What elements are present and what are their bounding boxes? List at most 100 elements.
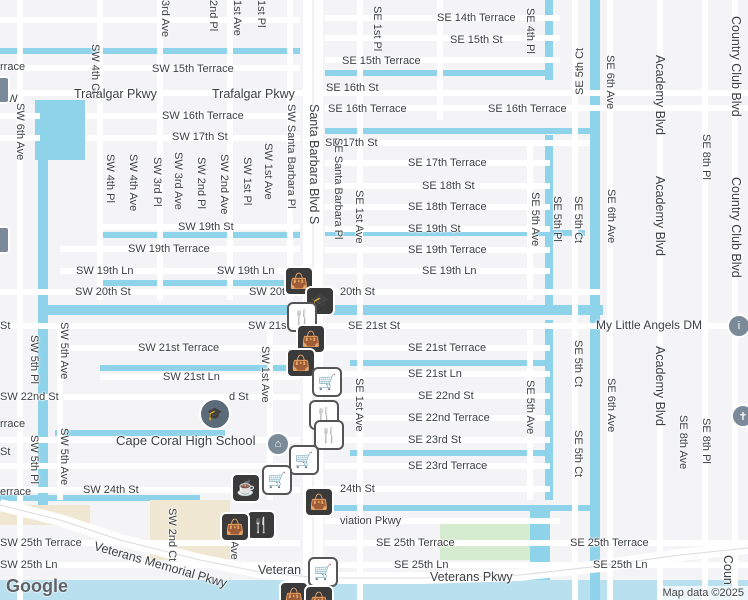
street-label: SW 5th Ave [58, 322, 70, 380]
shopping-bag-icon[interactable]: 👜 [304, 487, 334, 517]
street-label: 1st Pl [255, 0, 267, 28]
shopping-bag-icon[interactable]: 👜 [220, 512, 250, 542]
street-label: SW 19th Terrace [128, 243, 210, 255]
street-label: rrace [0, 418, 26, 430]
street-label: SW 2nd Ct [166, 508, 178, 562]
street-label: Academy Blvd [653, 176, 667, 256]
church-icon[interactable]: ✝ [731, 404, 748, 428]
map-marker[interactable] [0, 76, 10, 104]
street-label: Santa Barbara Blvd S [307, 104, 321, 225]
place-label-my-little-angels[interactable]: My Little Angels DM [596, 318, 703, 332]
street-label: 3rd Ave [159, 0, 171, 38]
map-attribution[interactable]: Map data ©2025 [658, 586, 748, 600]
restaurant-icon[interactable]: 🍴 [246, 510, 276, 540]
street-label: SE 6th Ave [605, 189, 617, 244]
street-label: Country Club Blvd [729, 177, 743, 278]
cart-icon[interactable]: 🛒 [262, 465, 292, 495]
cart-icon[interactable]: 🛒 [308, 557, 338, 587]
street-label: SE 19th Terrace [408, 244, 487, 256]
street-label: SE 5th Ct [572, 196, 584, 244]
street-label: SE 6th Ave [604, 55, 616, 110]
street-label: 1st Ave [231, 0, 243, 36]
street-label: SW 6th Ave [14, 103, 26, 161]
street-label: SE 23rd Terrace [408, 460, 488, 472]
restaurant-icon[interactable]: 🍴 [314, 420, 344, 450]
street-label: SE 15th St [450, 34, 503, 46]
street-label: SW 1st Ave [259, 346, 271, 403]
street-label: rrace [0, 61, 26, 73]
info-icon[interactable]: i [727, 314, 748, 338]
street-label: SE 23rd St [408, 434, 462, 446]
street-label: SE 21st Terrace [408, 342, 487, 354]
street-label: SE 25th Ln [593, 559, 648, 571]
street-label: 20th St [340, 286, 375, 298]
cafe-icon[interactable]: ☕ [231, 473, 261, 503]
street-label: SE 19th Ln [422, 265, 477, 277]
street-label: SE 25th Terrace [376, 537, 455, 549]
street-label: SW 19th Ln [76, 265, 134, 277]
street-label: SE 8th Ave [677, 415, 689, 470]
street-label: SE 1st Ave [353, 190, 365, 244]
street-label: SE 16th St [326, 82, 379, 94]
street-label: SE 21st Ln [408, 368, 462, 380]
street-label: SE 8th Pl [700, 418, 712, 464]
street-label: SW 3rd Pl [151, 157, 163, 207]
street-label: SE Santa Barbara Pl [332, 138, 344, 240]
street-label: SE 17th St [325, 137, 378, 149]
street-label: SE 17th Terrace [408, 157, 487, 169]
street-label: SW 4th Ave [127, 154, 139, 212]
place-label-cape-coral-high[interactable]: Cape Coral High School [116, 433, 256, 448]
street-label: SW 1st Ave [262, 143, 274, 200]
street-label: Trafalgar Pkwy [74, 87, 157, 101]
shopping-bag-icon[interactable]: 👜 [286, 348, 316, 378]
street-label: Veterans Pkwy [430, 570, 513, 584]
map-marker[interactable] [0, 226, 10, 254]
street-label: SW 24th St [83, 484, 139, 496]
street-label: SE 18th St [422, 180, 475, 192]
school-icon[interactable]: 🎓 [199, 398, 231, 430]
street-label: SW 19th St [178, 221, 234, 233]
street-label: SW 5th Pl [28, 335, 40, 384]
street-label: St [0, 320, 11, 332]
street-label: SW 17th St [172, 131, 228, 143]
street-label: SW 5th Ave [58, 428, 70, 486]
street-label: SE 22nd Terrace [408, 412, 490, 424]
school-icon[interactable]: ⌂ [266, 432, 290, 456]
street-label: Trafalgar Pkwy [212, 87, 295, 101]
street-label: Veteran [258, 563, 302, 577]
street-label: SW 2nd Ave [218, 154, 230, 215]
street-label: SW 21st Terrace [138, 342, 220, 354]
street-label: SW Santa Barbara Pl [285, 104, 297, 209]
street-label: SE 15th Terrace [342, 55, 421, 67]
shopping-bag-icon[interactable]: 👜 [304, 585, 334, 600]
street-label: SW 1st Pl [241, 157, 253, 206]
street-label: SE 25th Terrace [570, 537, 649, 549]
street-label: SE 5th Ct [572, 340, 584, 388]
street-label: SE 18th Terrace [408, 201, 487, 213]
street-label: SE 5th Ct [572, 430, 584, 478]
street-label: SW 4th Ct [89, 44, 101, 95]
street-label: SE 4th Pl [524, 8, 536, 54]
cart-icon[interactable]: 🛒 [289, 445, 319, 475]
street-label: SE 16th Terrace [328, 103, 407, 115]
street-label: SE 14th Terrace [437, 12, 516, 24]
street-label: SW 20t [249, 286, 286, 298]
street-label: SW 22nd St [0, 391, 59, 403]
street-label: SE 19th St [408, 223, 461, 235]
street-label: SE 1st Pl [371, 6, 383, 52]
street-label: SE 8th Pl [700, 134, 712, 180]
street-label: SW 25th Ln [0, 559, 58, 571]
street-label: errace [0, 486, 32, 498]
street-label: SE 5th Ct [574, 47, 586, 95]
street-label: Academy Blvd [653, 55, 667, 135]
street-label: SE 5th Ave [524, 380, 536, 435]
street-label: SW 25th Terrace [0, 537, 82, 549]
street-label: SW 21st Ln [163, 371, 220, 383]
street-label: St [0, 446, 11, 458]
street-label: SW 16th Terrace [162, 110, 244, 122]
cart-icon[interactable]: 🛒 [312, 367, 342, 397]
street-label: SW 5th Pl [28, 435, 40, 484]
